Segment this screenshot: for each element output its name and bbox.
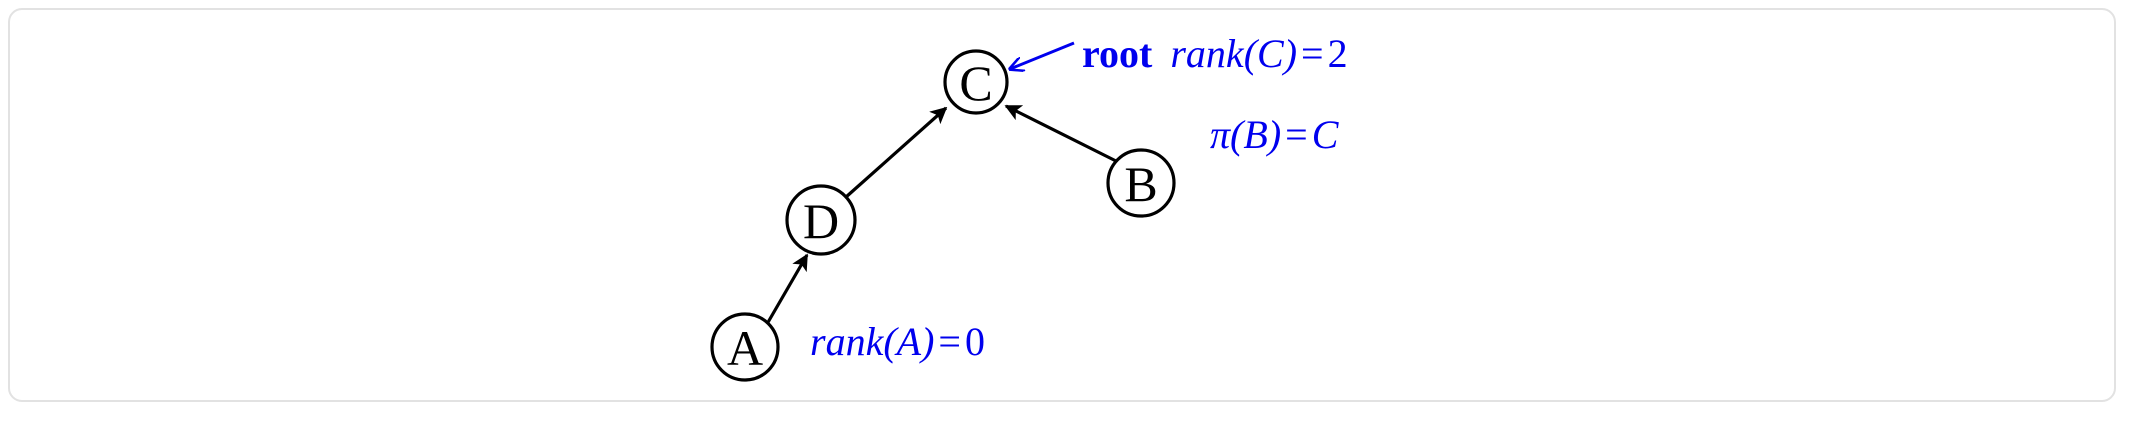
rank-a-annotation-operator: = [938, 319, 961, 364]
tree-diagram-svg: C D B A [710, 41, 1176, 382]
root-annotation-arg: C [1257, 31, 1284, 76]
root-annotation-close: ) [1283, 31, 1298, 76]
root-pointer-line [1010, 41, 1075, 69]
node-c-label: C [959, 55, 992, 111]
parent-annotation-fn: π [1210, 112, 1231, 157]
node-a-label: A [727, 320, 763, 376]
root-annotation-operator: = [1301, 31, 1324, 76]
node-d-label: D [803, 193, 839, 249]
root-annotation-prefix: root [1082, 31, 1153, 76]
parent-annotation-open: ( [1230, 112, 1244, 157]
rank-a-annotation: rank(A)=0 [810, 322, 985, 362]
root-annotation-open: ( [1243, 31, 1258, 76]
parent-annotation-operator: = [1285, 112, 1308, 157]
rank-a-annotation-value: 0 [964, 319, 985, 364]
rank-a-annotation-close: ) [921, 319, 935, 364]
node-a[interactable]: A [710, 312, 780, 382]
rank-a-annotation-open: ( [883, 319, 897, 364]
edge-a-to-d [765, 253, 809, 325]
node-d-circle [785, 184, 857, 256]
node-b[interactable]: B [1106, 148, 1176, 218]
root-annotation: root rank(C)=2 [1082, 34, 1348, 74]
parent-annotation-close: ) [1267, 112, 1282, 157]
figure-stage: C D B A root rank(C)=2 π(B)=C [10, 10, 2114, 400]
node-c[interactable]: C [943, 49, 1009, 115]
figure-card: C D B A root rank(C)=2 π(B)=C [8, 8, 2116, 402]
rank-a-annotation-fn: rank [810, 319, 884, 364]
node-a-circle [710, 312, 780, 382]
parent-annotation-arg: B [1243, 112, 1268, 157]
node-c-circle [943, 49, 1009, 115]
edge-b-to-c [1004, 104, 1117, 163]
node-b-circle [1106, 148, 1176, 218]
rank-a-annotation-arg: A [896, 319, 922, 364]
parent-annotation-value: C [1311, 112, 1339, 157]
parent-annotation: π(B)=C [1210, 115, 1338, 155]
root-annotation-fn: rank [1170, 31, 1244, 76]
root-annotation-value: 2 [1327, 31, 1348, 76]
node-d[interactable]: D [785, 184, 857, 256]
edge-d-to-c [844, 106, 948, 199]
node-b-label: B [1124, 156, 1157, 212]
root-annotation-space [1152, 31, 1170, 76]
